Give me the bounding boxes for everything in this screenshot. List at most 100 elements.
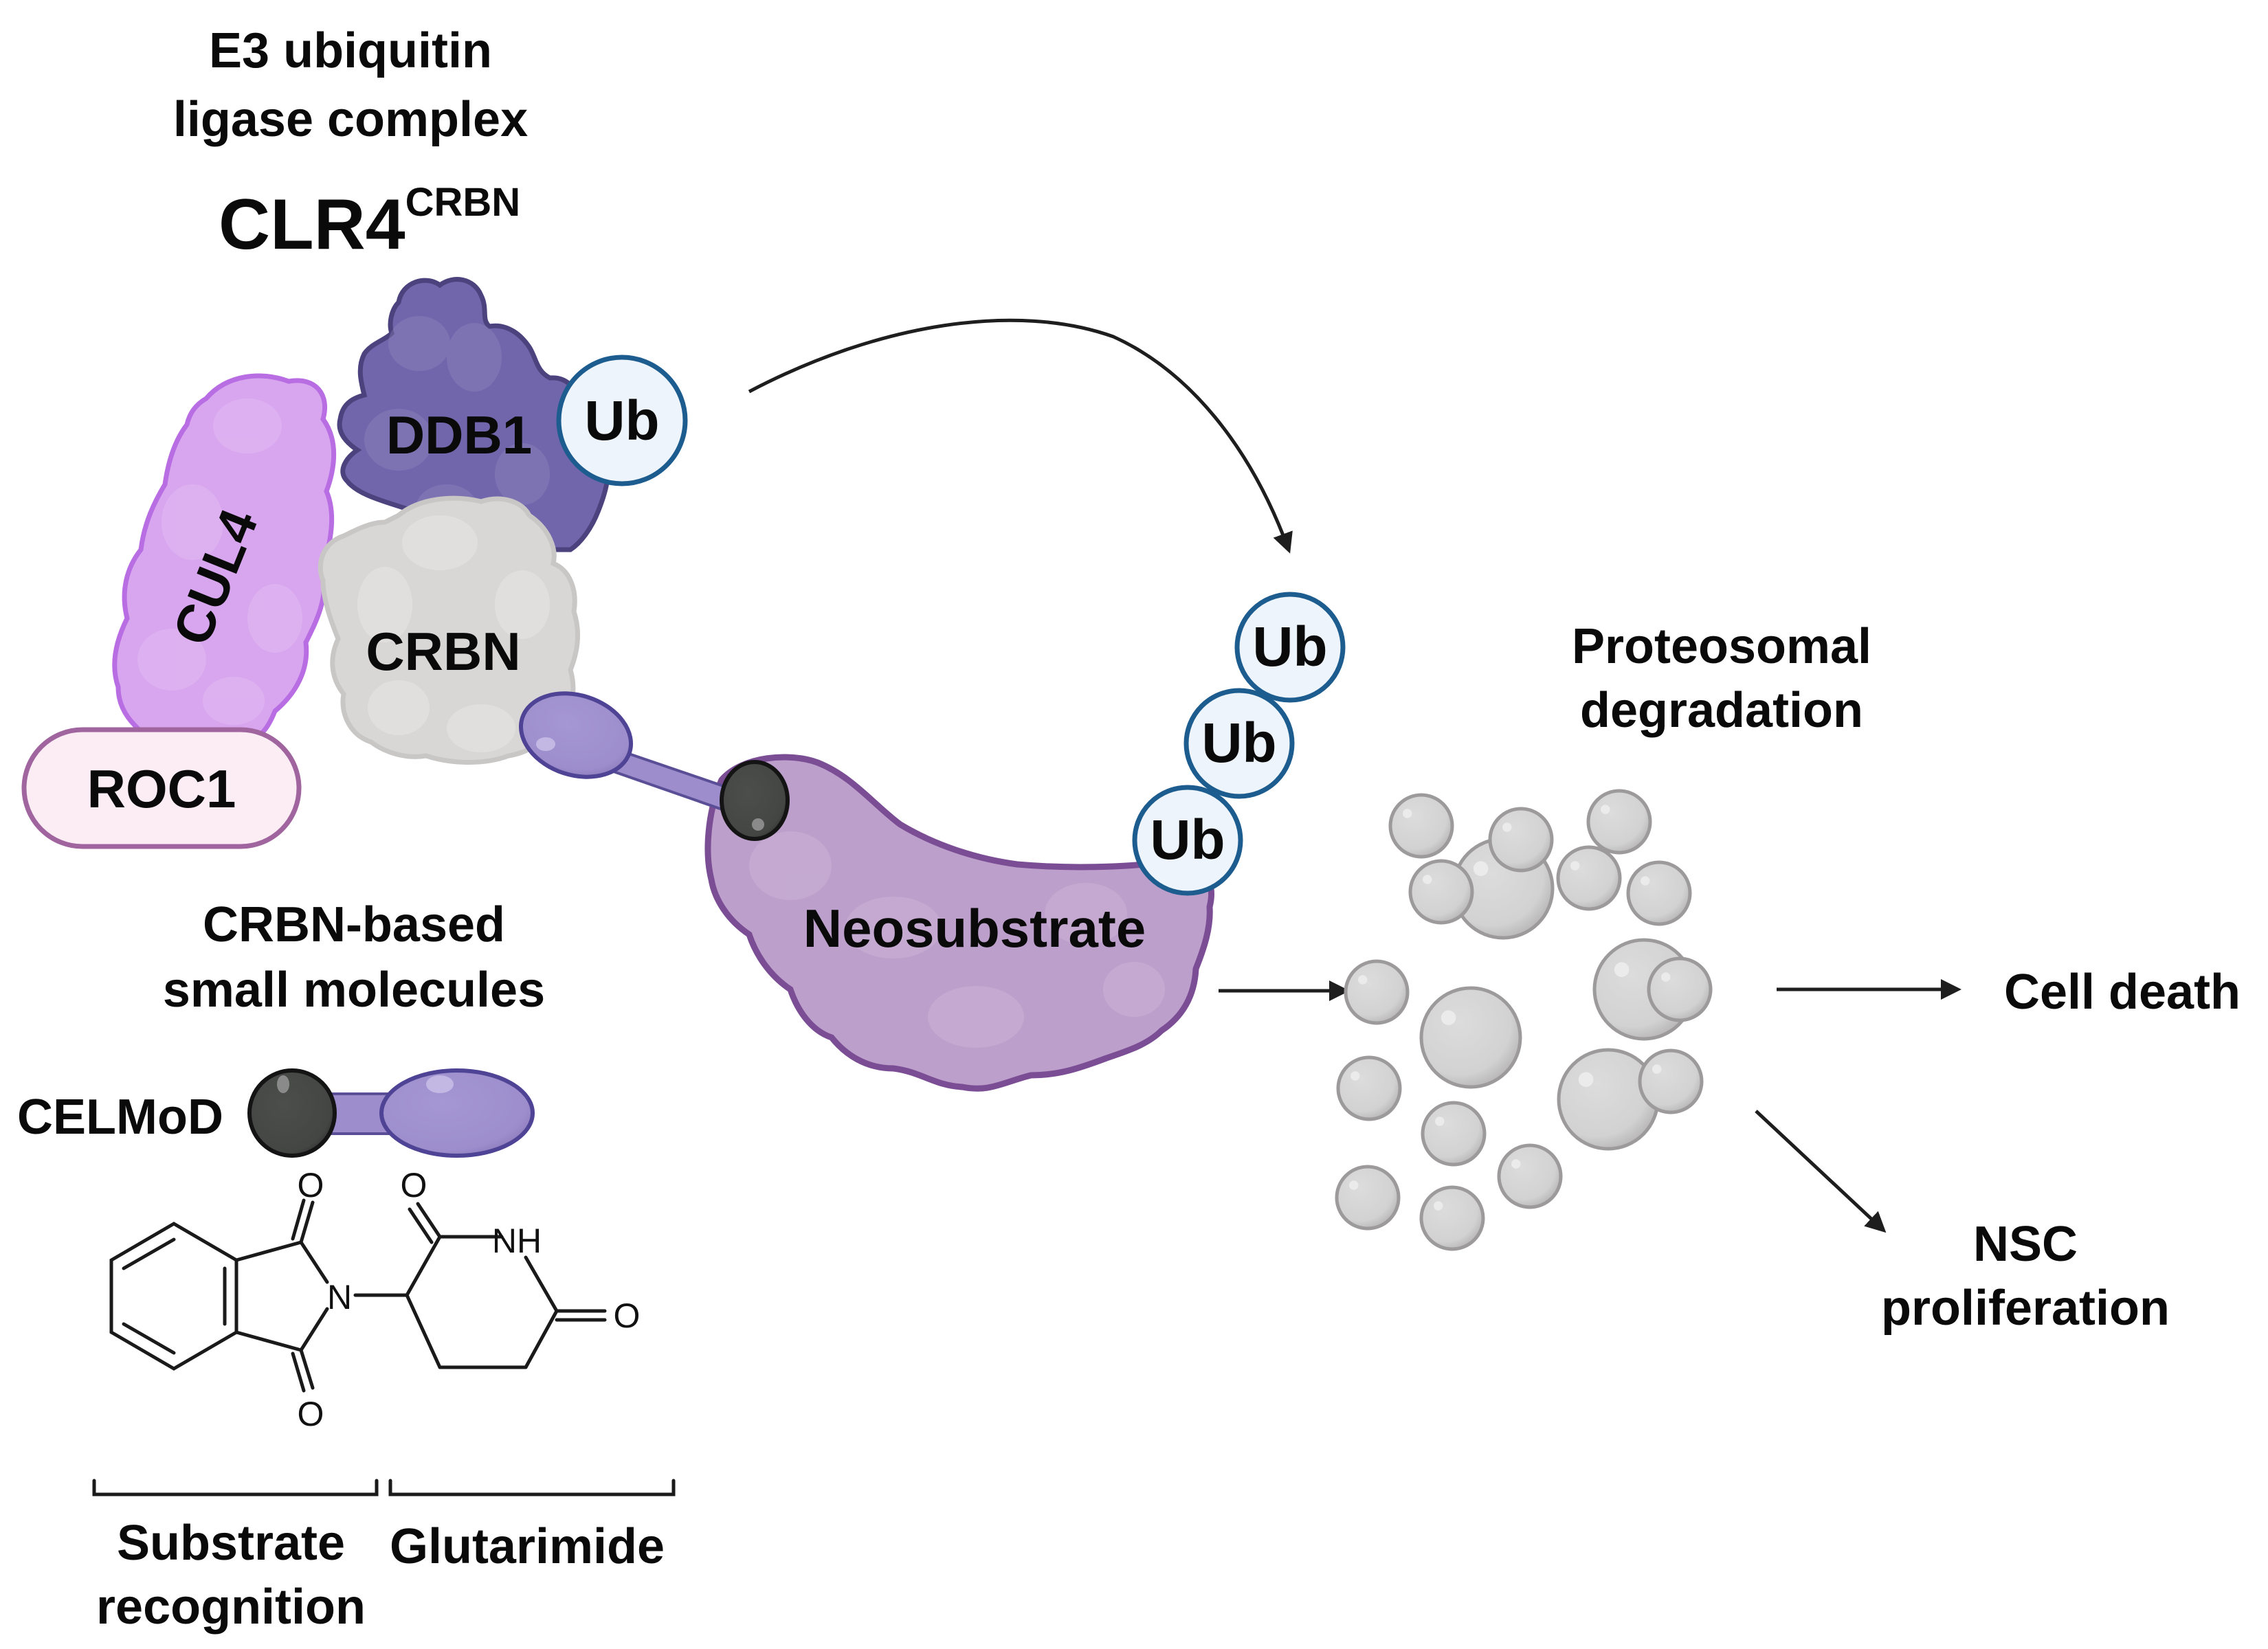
peptide-fragment-sphere [1556,845,1622,911]
peptide-fragment-sphere [1388,793,1454,859]
peptide-fragment-sphere [1344,959,1410,1025]
degradation-heading-line-2: degradation [1580,683,1863,738]
atom-o-right: O [614,1297,641,1335]
peptide-fragment-sphere [1647,956,1713,1022]
outcome-nsc-line-1: NSC [1973,1217,2078,1272]
ub-chain[interactable]: Ub Ub Ub [1132,592,1346,896]
small-molecules-heading-line-1: CRBN-based [203,897,505,952]
small-molecules-heading: CRBN-based small molecules [163,897,545,1018]
celmod-model[interactable]: CELMoD [17,1068,535,1158]
bound-celmod-dark-ball [720,760,790,841]
crbn-texture [357,515,550,752]
peptide-fragment-sphere [1408,859,1474,925]
complex-name-superscript: CRBN [405,180,521,225]
title-line-1: E3 ubiquitin [209,23,492,78]
outcome-cell-death: Cell death [2004,965,2241,1020]
carbonyl-bond [299,1200,315,1244]
bracket-label-substrate-line-2: recognition [96,1580,366,1635]
peptide-fragment-highlight [1350,1071,1360,1081]
peptide-fragment-highlight [1511,1159,1521,1169]
complex-name: CLR4CRBN [219,180,520,265]
bracket-glutarimide [388,1479,676,1496]
crbn-protein[interactable]: CRBN [318,495,580,765]
peptide-fragment-sphere [1419,986,1522,1089]
peptide-fragment-highlight [1358,975,1368,985]
peptide-fragment-sphere [1586,789,1652,855]
complex-name-main: CLR4 [219,185,405,265]
celmod-dark-highlight [277,1075,289,1093]
ddb1-label: DDB1 [386,405,532,465]
atom-o-bottom-left: O [298,1395,324,1433]
thalidomide-structure: O O N O NH O Substrate recognition Gluta… [92,1166,676,1635]
degradation-heading: Proteosomal degradation [1572,619,1871,738]
ub-transfer-arrow [748,318,1293,554]
ub-chain-item: Ub [1132,785,1243,896]
ub-chain-circle [1234,592,1346,703]
bracket-label-glutarimide: Glutarimide [390,1519,665,1574]
ub-donor[interactable]: Ub [556,355,688,486]
peptide-fragment-highlight [1423,875,1432,884]
atom-n-imide: N [327,1278,352,1316]
carbonyl-bond [416,1202,442,1239]
crbn-label: CRBN [366,621,520,682]
roc1-shape [21,727,302,849]
peptide-fragment-highlight [1502,822,1512,832]
celmod-dark-ball [247,1068,337,1158]
bond [234,1240,303,1262]
benzene-ring [109,1222,238,1371]
peptide-fragment-highlight [1614,962,1630,977]
neosubstrate-texture [749,831,1165,1048]
peptide-fragment-sphere [1638,1048,1704,1114]
celmod-label: CELMoD [17,1090,223,1145]
bracket-label-substrate-line-1: Substrate [117,1516,345,1571]
cul4-protein[interactable]: CUL4 [112,373,337,746]
peptide-fragments [1335,789,1713,1251]
cul4-shape [112,373,337,746]
ub-chain-item: Ub [1183,688,1295,799]
carbonyl-bond [408,1207,434,1244]
ub-chain-circle [1183,688,1295,799]
to-nsc-proliferation-arrow [1755,1110,1887,1233]
title-line-2: ligase complex [173,92,528,147]
peptide-fragment-highlight [1652,1064,1662,1074]
roc1-protein[interactable]: ROC1 [21,727,302,849]
bond [405,1293,442,1369]
double-bond-inner [122,1237,176,1270]
peptide-fragment-sphere [1497,1143,1563,1209]
bond [299,1307,329,1352]
carbonyl-bond [291,1198,306,1241]
crbn-shape [318,495,580,765]
roc1-label: ROC1 [87,759,236,819]
peptide-fragment-highlight [1578,1072,1594,1087]
peptide-fragment-highlight [1403,809,1412,818]
bound-celmod[interactable] [510,680,790,841]
atom-nh: NH [492,1222,542,1260]
ub-donor-circle [556,355,688,486]
neosubstrate-shape [704,754,1214,1092]
cul4-texture [137,399,302,725]
celmod-purple-highlight [426,1075,454,1093]
bond [234,1330,303,1352]
peptide-fragment-sphere [1488,807,1554,873]
outcome-nsc-proliferation: NSC proliferation [1881,1217,2170,1336]
neosubstrate-protein[interactable]: Neosubstrate [704,754,1214,1092]
peptide-fragment-highlight [1473,861,1489,876]
carbonyl-bond [291,1351,306,1393]
atom-o-top-left: O [298,1166,324,1204]
outcome-nsc-line-2: proliferation [1881,1281,2170,1336]
peptide-fragment-sphere [1336,1055,1402,1121]
bond [524,1309,559,1369]
bond [524,1255,559,1313]
celmod-purple-ball [379,1068,535,1158]
carbonyl-bond [299,1348,315,1390]
bond [405,1235,442,1297]
peptide-fragment-highlight [1441,1010,1456,1025]
small-molecules-heading-line-2: small molecules [163,963,545,1018]
double-bond-inner [122,1322,176,1355]
bound-celmod-glutarimide-ball [518,691,634,779]
peptide-fragment-sphere [1421,1101,1487,1167]
ddb1-shape [337,277,610,552]
peptide-fragment-sphere [1626,860,1692,926]
ub-chain-circle [1132,785,1243,896]
atom-o-top-right: O [401,1166,427,1204]
